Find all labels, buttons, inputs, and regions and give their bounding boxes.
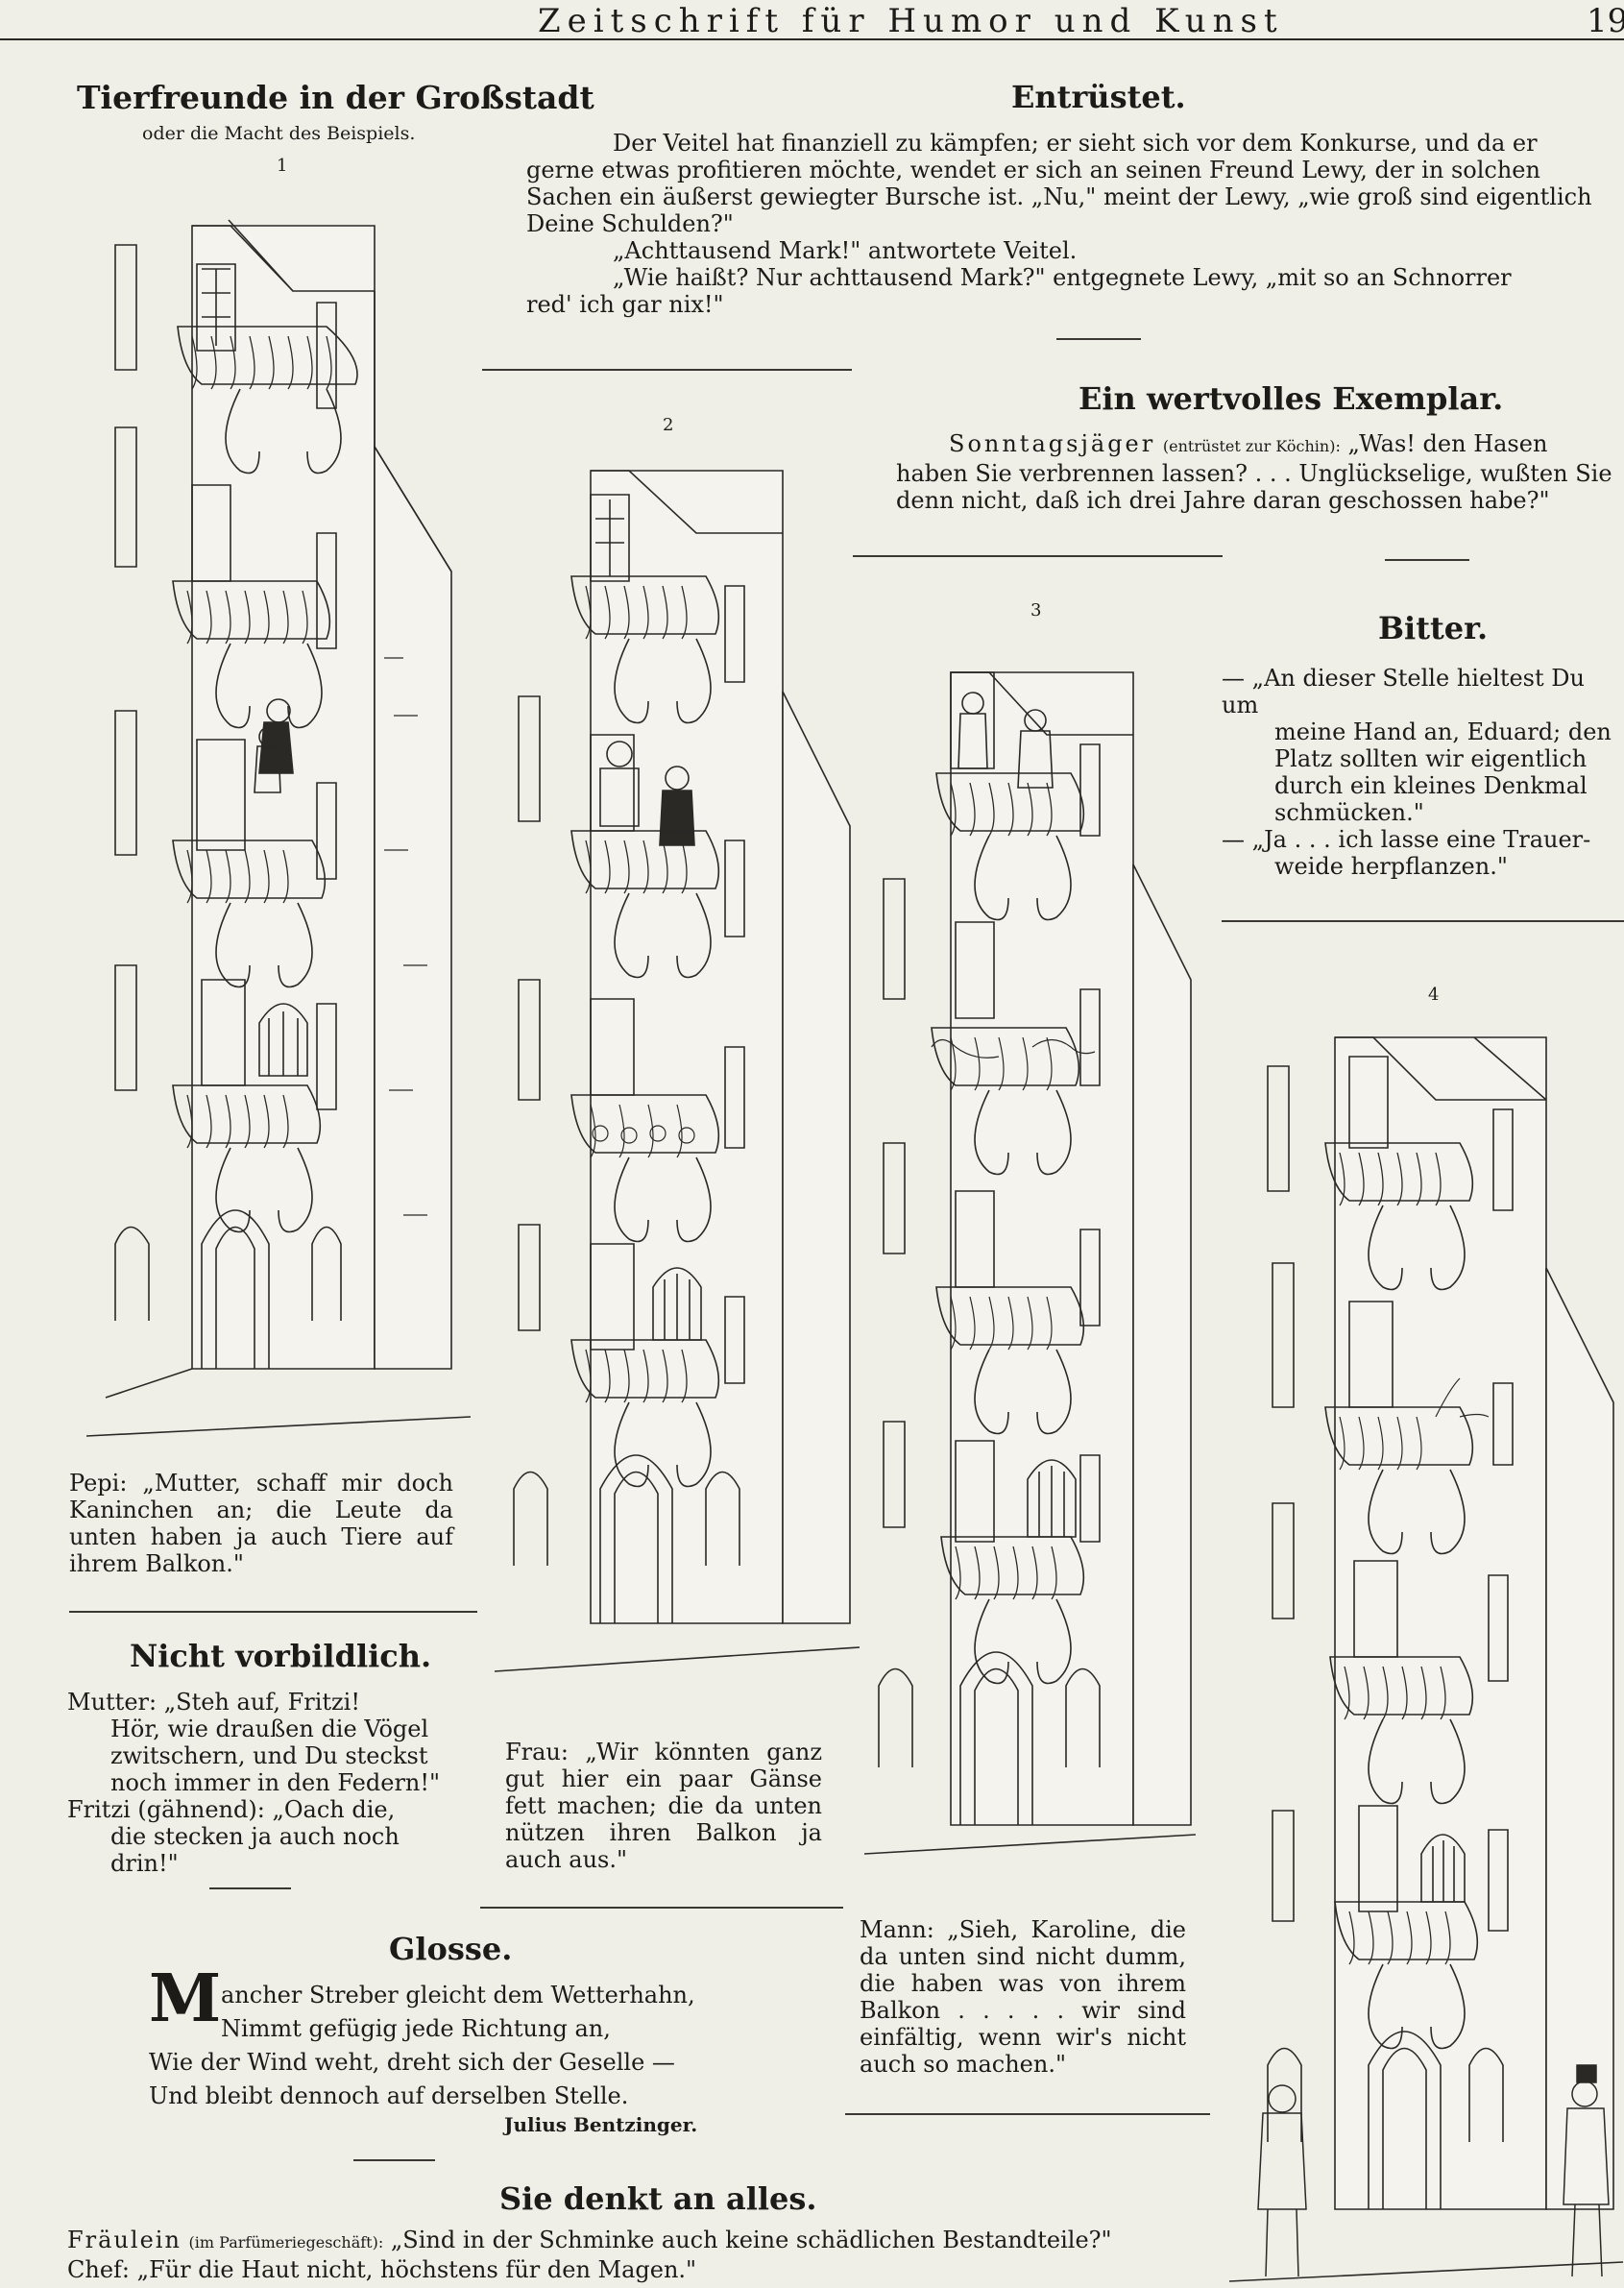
text-line: red' ich gar nix!" bbox=[526, 291, 724, 318]
article-exemplar: Sonntagsjäger (entrüstet zur Köchin): „W… bbox=[896, 430, 1624, 514]
text-line: meine Hand an, Eduard; den bbox=[1274, 718, 1612, 745]
poem-line: Wie der Wind weht, dreht sich der Gesell… bbox=[149, 2049, 675, 2076]
comic-title: Tierfreunde in der Großstadt bbox=[77, 79, 594, 116]
text-line: denn nicht, daß ich drei Jahre daran ges… bbox=[896, 487, 1550, 514]
caption-panel-2: Frau: „Wir könnten ganz gut hier ein paa… bbox=[505, 1739, 822, 1873]
text-line: Sachen ein äußerst gewiegter Bursche ist… bbox=[526, 183, 1592, 210]
rule bbox=[482, 369, 852, 371]
text-line: Hör, wie draußen die Vögel bbox=[110, 1716, 429, 1742]
poem-line: Nimmt gefügig jede Richtung an, bbox=[221, 2015, 611, 2042]
article-title-sie-denkt: Sie denkt an alles. bbox=[499, 2180, 817, 2217]
text-line: „Wie haißt? Nur achttausend Mark?" entge… bbox=[613, 264, 1512, 291]
speaker-label: Chef: bbox=[67, 2256, 130, 2283]
article-title-exemplar: Ein wertvolles Exemplar. bbox=[1079, 380, 1504, 417]
building-illustration-3 bbox=[864, 634, 1196, 1859]
building-illustration-1 bbox=[86, 178, 471, 1446]
article-title-bitter: Bitter. bbox=[1378, 610, 1489, 646]
text-line: — „Ja . . . ich lasse eine Trauer- bbox=[1222, 826, 1591, 853]
panel-number-3: 3 bbox=[1030, 600, 1042, 621]
text-line: zwitschern, und Du steckst bbox=[110, 1742, 428, 1769]
text-line: „Für die Haut nicht, höchstens für den M… bbox=[136, 2256, 697, 2283]
article-sie-denkt: Fräulein (im Parfümeriegeschäft): „Sind … bbox=[67, 2227, 1239, 2283]
drop-cap: M bbox=[149, 1960, 222, 2037]
rule bbox=[353, 2159, 435, 2161]
page-header: Zeitschrift für Humor und Kunst 19 bbox=[0, 0, 1624, 40]
text-line: die stecken ja auch noch drin!" bbox=[110, 1823, 400, 1877]
header-rule bbox=[0, 38, 1624, 40]
text-line: gerne etwas profitieren möchte, wendet e… bbox=[526, 157, 1540, 183]
rule bbox=[853, 555, 1223, 557]
poem-line: Und bleibt dennoch auf derselben Stelle. bbox=[149, 2082, 629, 2109]
panel-number-2: 2 bbox=[663, 415, 674, 435]
text-line: schmücken." bbox=[1274, 799, 1424, 826]
text-line: Der Veitel hat finanziell zu kämpfen; er… bbox=[613, 130, 1538, 157]
poem-line: ancher Streber gleicht dem Wetterhahn, bbox=[221, 1982, 695, 2008]
author: Julius Bentzinger. bbox=[504, 2113, 698, 2136]
article-glosse: ancher Streber gleicht dem Wetterhahn, N… bbox=[149, 1979, 725, 2113]
text-line: — „An dieser Stelle hieltest Du um bbox=[1222, 665, 1585, 718]
text-line: durch ein kleines Denkmal bbox=[1274, 772, 1588, 799]
article-title-entruestet: Entrüstet. bbox=[1011, 79, 1186, 115]
rule bbox=[1222, 920, 1624, 922]
building-illustration-2 bbox=[495, 442, 860, 1676]
text-line: haben Sie verbrennen lassen? . . . Unglü… bbox=[896, 460, 1612, 487]
stage-direction: (entrüstet zur Köchin): bbox=[1162, 437, 1341, 455]
rule bbox=[480, 1907, 843, 1909]
article-nicht-vorbildlich: Mutter: „Steh auf, Fritzi! Hör, wie drau… bbox=[67, 1689, 471, 1877]
text-line: Fritzi (gähnend): „Oach die, bbox=[67, 1796, 396, 1823]
article-entruestet: Der Veitel hat finanziell zu kämpfen; er… bbox=[526, 130, 1624, 318]
page-number: 19 bbox=[1587, 2, 1624, 40]
building-illustration-4 bbox=[1229, 1009, 1623, 2286]
caption-panel-3: Mann: „Sieh, Karoline, die da unten sind… bbox=[860, 1916, 1186, 2078]
comic-subtitle: oder die Macht des Beispiels. bbox=[142, 123, 416, 144]
article-title-nicht-vorbildlich: Nicht vorbildlich. bbox=[130, 1638, 432, 1674]
text-line: „Was! den Hasen bbox=[1347, 430, 1548, 457]
speaker-label: Fräulein bbox=[67, 2227, 182, 2253]
text-line: Platz sollten wir eigentlich bbox=[1274, 745, 1588, 772]
text-line: „Achttausend Mark!" antwortete Veitel. bbox=[613, 237, 1078, 264]
rule bbox=[845, 2113, 1210, 2115]
stage-direction: (im Parfümeriegeschäft): bbox=[188, 2233, 384, 2251]
text-line: noch immer in den Federn!" bbox=[110, 1769, 441, 1796]
rule bbox=[209, 1887, 291, 1889]
text-line: „Sind in der Schminke auch keine schädli… bbox=[390, 2227, 1112, 2253]
article-bitter: — „An dieser Stelle hieltest Du um meine… bbox=[1222, 665, 1624, 880]
speaker-label: Sonntagsjäger bbox=[949, 430, 1156, 457]
text-line: Deine Schulden?" bbox=[526, 210, 734, 237]
panel-number-1: 1 bbox=[277, 156, 288, 176]
panel-number-4: 4 bbox=[1428, 985, 1440, 1005]
text-line: Mutter: „Steh auf, Fritzi! bbox=[67, 1689, 360, 1716]
text-line: weide herpflanzen." bbox=[1274, 853, 1508, 880]
rule bbox=[1385, 559, 1469, 561]
rule bbox=[69, 1611, 477, 1613]
article-title-glosse: Glosse. bbox=[389, 1931, 513, 1967]
caption-panel-1: Pepi: „Mutter, schaff mir doch Kaninchen… bbox=[69, 1470, 453, 1577]
running-title: Zeitschrift für Humor und Kunst bbox=[538, 2, 1284, 40]
rule bbox=[1056, 338, 1141, 340]
